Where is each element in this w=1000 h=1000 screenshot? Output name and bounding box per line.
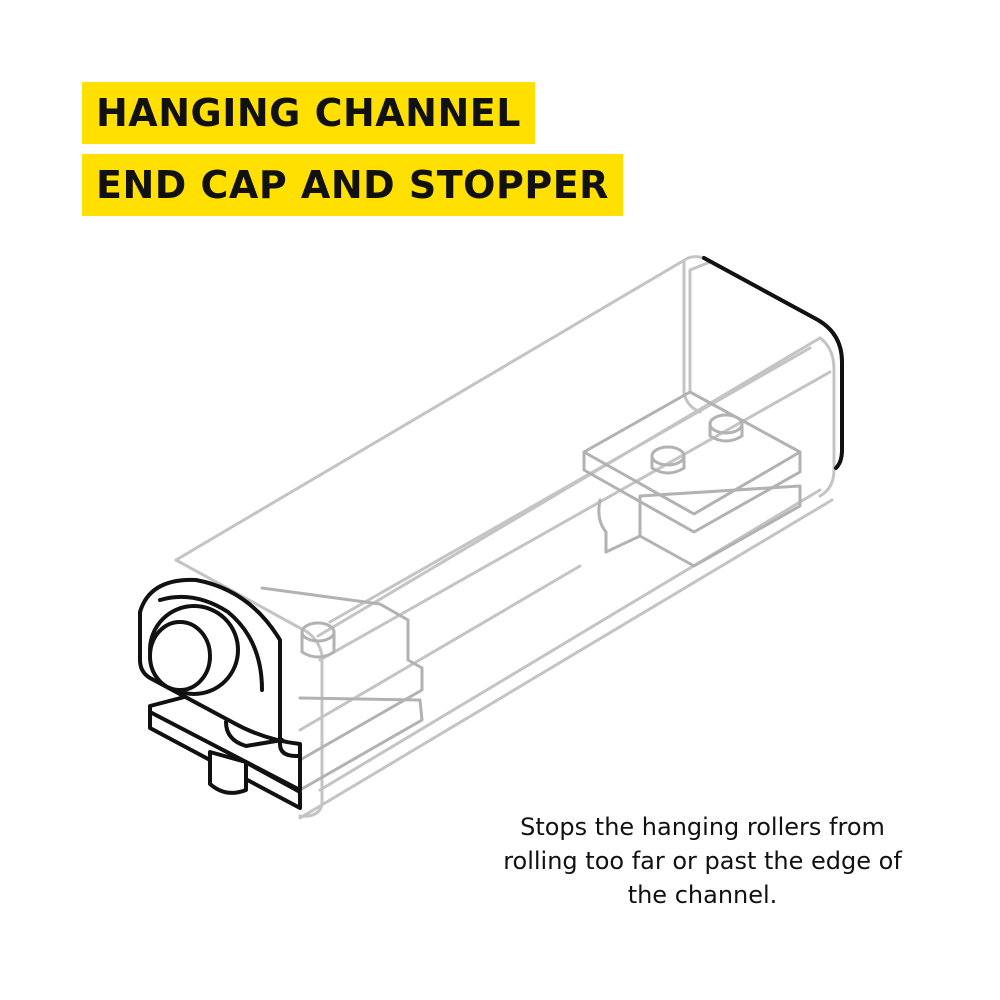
title-line-2: END CAP AND STOPPER (82, 154, 623, 216)
channel-top-back-edge (174, 256, 690, 562)
far-stopper-plate-side (582, 450, 802, 534)
stopper-screw-head (208, 750, 248, 795)
channel-front-face-edge (298, 626, 324, 818)
near-bracket (260, 586, 424, 792)
title-line-1: HANGING CHANNEL (82, 82, 535, 144)
channel-far-end-front (818, 336, 836, 498)
stopper-clip-edge (224, 720, 284, 748)
far-stopper-clip (597, 498, 642, 554)
far-stopper (582, 390, 802, 568)
channel-bottom-front-edge (298, 498, 834, 820)
far-stopper-bolt-2-side (708, 422, 744, 443)
far-stopper-top-plate (582, 390, 802, 516)
near-bracket-upper (260, 586, 424, 762)
caption: Stops the hanging rollers from rolling t… (503, 813, 902, 909)
far-stopper-bolt-1-side (650, 454, 686, 475)
far-stopper-bottom-plate (638, 484, 802, 568)
end-cap-stopper (138, 577, 302, 810)
stopper-bumper-inner (148, 620, 212, 692)
channel-far-end-back (682, 260, 702, 414)
near-bracket-lower (298, 696, 424, 792)
channel-far-end-inner (686, 255, 712, 392)
channel-bottom-inner-edge (318, 488, 822, 792)
channel-body (174, 255, 836, 820)
channel-mid-rail-edge (298, 564, 582, 732)
near-bracket-bolt-side (300, 630, 336, 659)
channel-inner-lip-edge (318, 370, 832, 662)
channel-inner-top-edge (328, 346, 812, 624)
stopper-housing-inner-edge (158, 594, 264, 692)
far-end-cap-outline (702, 256, 844, 470)
